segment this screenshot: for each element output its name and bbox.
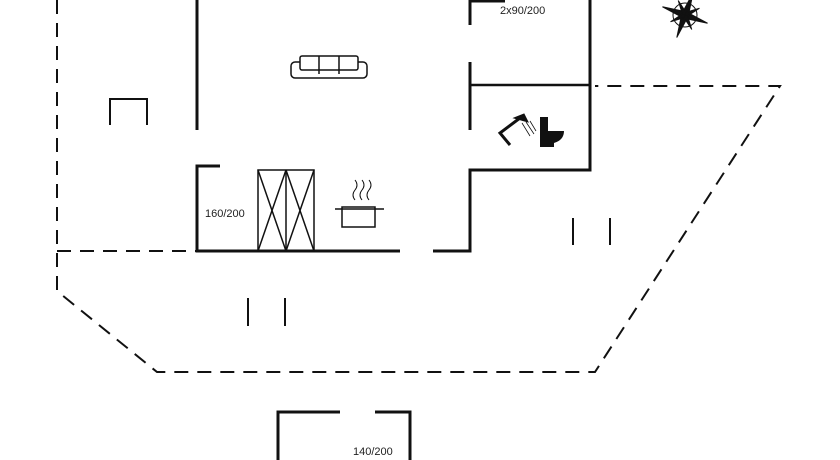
terrace-outline xyxy=(56,0,782,373)
pillars xyxy=(247,218,611,326)
wardrobe xyxy=(257,169,315,252)
sofa-icon xyxy=(290,55,368,79)
toilet-icon xyxy=(540,117,564,147)
compass-icon xyxy=(662,0,708,38)
cooking-pot-icon xyxy=(335,179,384,228)
bed-size-label: 140/200 xyxy=(353,446,393,458)
shower-icon xyxy=(497,113,537,146)
bed-size-label: 160/200 xyxy=(205,208,245,220)
bed-size-label: 2x90/200 xyxy=(500,5,546,17)
chair-icon xyxy=(109,98,148,125)
walls xyxy=(195,0,592,460)
